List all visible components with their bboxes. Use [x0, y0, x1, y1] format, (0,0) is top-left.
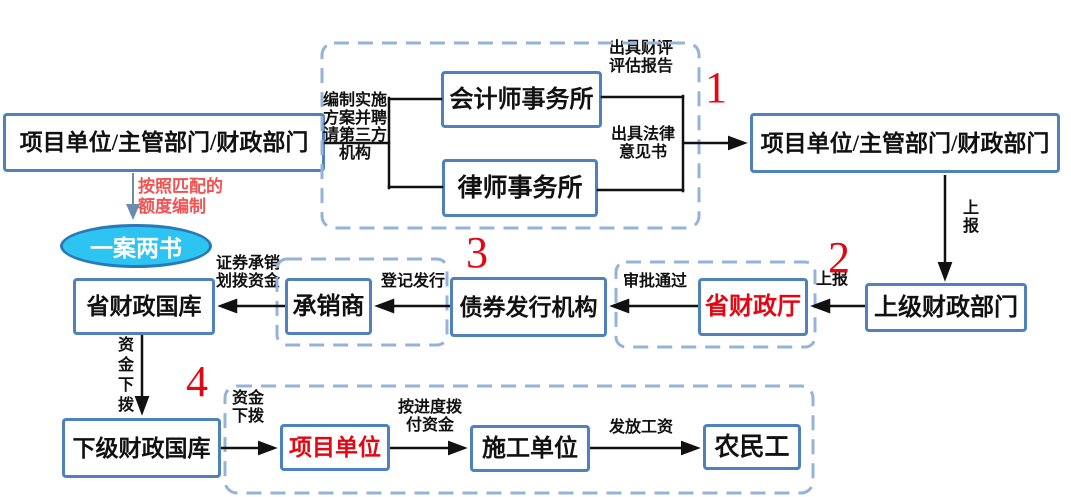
node-migrant-workers: 农民工	[703, 424, 801, 470]
label-quota-note: 按照匹配的 额度编制	[138, 177, 223, 216]
node-lower-treasury: 下级财政国库	[62, 418, 221, 478]
step-number-3: 3	[466, 228, 488, 277]
node-underwriter: 承销商	[285, 278, 372, 335]
label-financial-evaluation-report: 出具财评 评估报告	[608, 40, 673, 75]
label-register-issue: 登记发行	[380, 273, 445, 290]
label-report-up-vertical: 上 报	[962, 200, 979, 235]
label-pay-wages: 发放工资	[608, 419, 673, 436]
step-number-2: 2	[828, 233, 850, 282]
node-bond-issuing-agency: 债券发行机构	[450, 277, 607, 337]
node-provincial-treasury: 省财政国库	[73, 278, 215, 335]
label-legal-opinion-letter: 出具法律 意见书	[610, 126, 675, 161]
label-approval-passed: 审批通过	[622, 273, 687, 290]
step-number-4: 4	[186, 357, 208, 406]
label-prepare-plan-hire: 编制实施 方案并聘 请第三方 机构	[322, 92, 387, 162]
label-report-up: 上报	[815, 271, 848, 288]
label-funds-allocation: 资金 下拨	[231, 390, 264, 425]
step-number-1: 1	[705, 63, 727, 112]
node-law-firm: 律师事务所	[442, 159, 598, 217]
node-unit-right: 项目单位/主管部门/财政部门	[750, 113, 1060, 173]
node-unit-left: 项目单位/主管部门/财政部门	[3, 113, 325, 172]
label-funds-allocation-vertical: 资 金 下 拨	[117, 337, 134, 414]
label-progress-payment: 按进度拨 付资金	[397, 399, 462, 434]
node-one-plan-two-letters: 一案两书	[60, 224, 212, 268]
node-project-unit: 项目单位	[280, 424, 390, 471]
node-construction-unit: 施工单位	[470, 425, 590, 472]
node-accounting-firm: 会计师事务所	[441, 71, 602, 128]
node-higher-finance-dept: 上级财政部门	[865, 283, 1027, 332]
node-provincial-finance-dept: 省财政厅	[698, 278, 808, 336]
label-underwriting-transfer: 证券承销 划拨资金	[215, 255, 280, 290]
